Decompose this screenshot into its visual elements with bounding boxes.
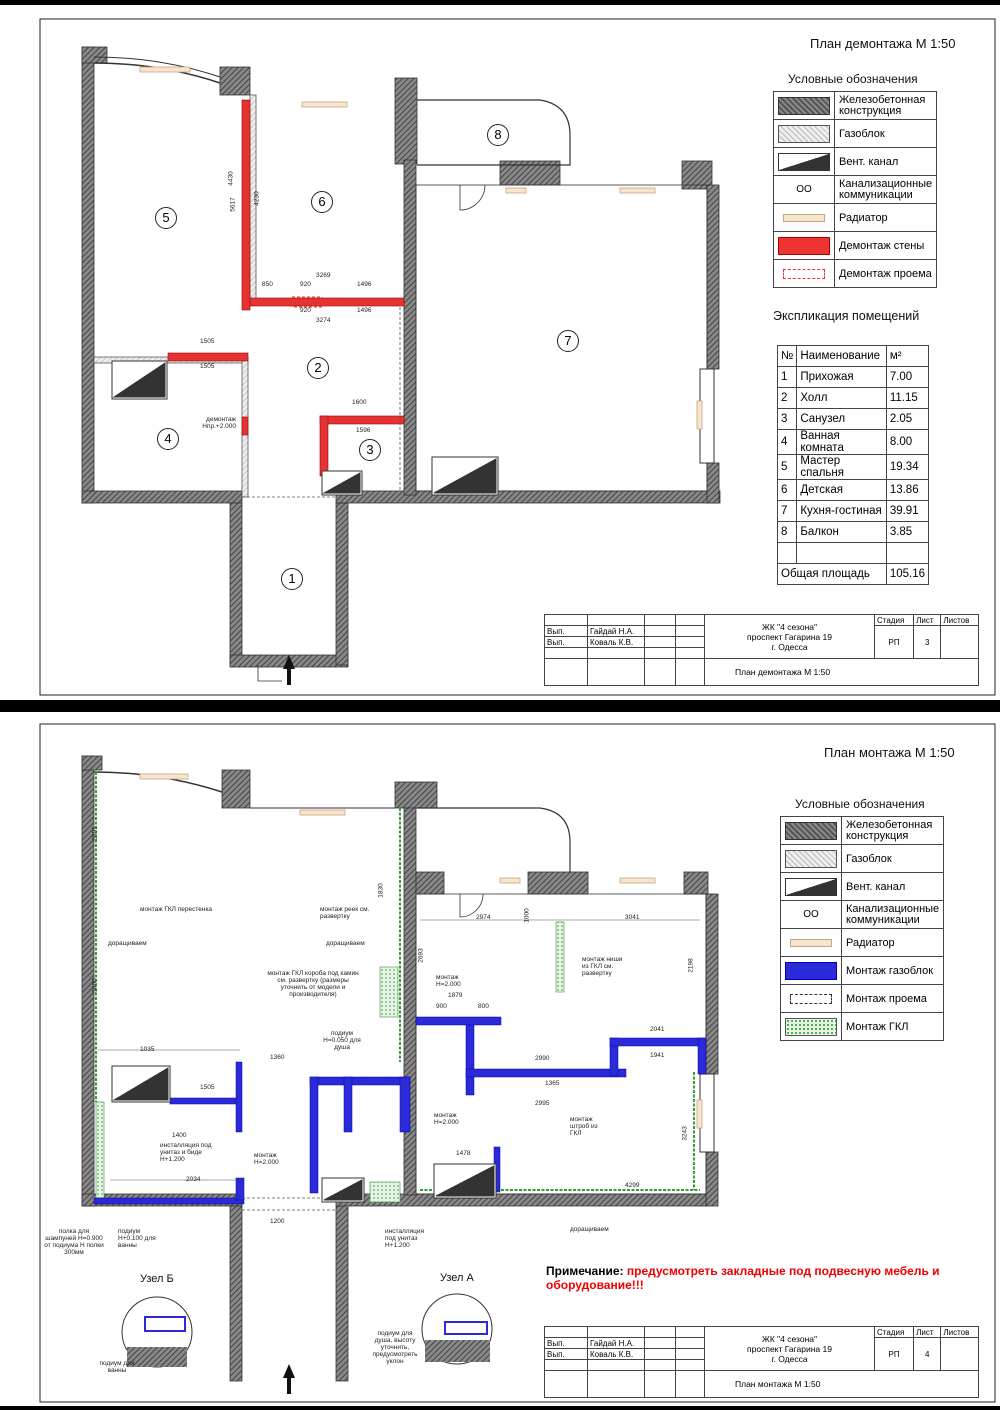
sheet-title: План монтажа М 1:50 xyxy=(824,745,955,760)
legend-title: Условные обозначения xyxy=(795,797,925,811)
note: Примечание: предусмотреть закладные под … xyxy=(546,1264,940,1292)
node-a-detail xyxy=(421,1293,493,1365)
opening-mount-icon xyxy=(790,993,832,1004)
node-b-detail xyxy=(121,1296,193,1368)
demolition-plan-drawing xyxy=(39,18,996,696)
room-number-6: 6 xyxy=(311,191,333,213)
room-number-2: 2 xyxy=(307,357,329,379)
demolition-plan-sheet: План демонтажа М 1:50 Условные обозначен… xyxy=(0,5,1000,700)
radiator-icon xyxy=(790,938,832,947)
reinforced-concrete-icon xyxy=(785,821,837,840)
room-number-5: 5 xyxy=(155,207,177,229)
legend-table: Железобетонная конструкция Газоблок Вент… xyxy=(780,816,945,1041)
node-b-label: Узел Б xyxy=(140,1273,174,1285)
mounting-plan-sheet: План монтажа М 1:50 Условные обозначения… xyxy=(0,712,1000,1406)
gkl-mount-icon xyxy=(785,1017,837,1036)
demolition-note: демонтаж Нпр.+2.000 xyxy=(202,416,236,430)
vent-duct-icon xyxy=(785,877,837,896)
room-number-7: 7 xyxy=(557,330,579,352)
room-number-1: 1 xyxy=(281,568,303,590)
gasblock-mount-icon xyxy=(785,961,837,980)
explication-title: Экспликация помещений xyxy=(773,309,920,323)
demolition-walls xyxy=(167,99,405,477)
gas-block-icon xyxy=(785,849,837,868)
gasblock-mount-walls xyxy=(93,1016,707,1205)
vent-ducts xyxy=(111,360,499,496)
opening-demolition-icon xyxy=(783,268,825,279)
gas-block-icon xyxy=(778,124,830,143)
sewer-icon: OO xyxy=(803,908,819,920)
room-number-3: 3 xyxy=(359,439,381,461)
vent-duct-icon xyxy=(778,152,830,171)
room-number-8: 8 xyxy=(487,124,509,146)
reinforced-concrete-icon xyxy=(778,96,830,115)
node-a-label: Узел А xyxy=(440,1272,474,1284)
sheet-title: План демонтажа М 1:50 xyxy=(810,36,956,51)
legend-title: Условные обозначения xyxy=(788,72,918,86)
legend-table: Железобетонная конструкция Газоблок Вент… xyxy=(773,91,938,288)
wall-demolition-icon xyxy=(778,236,830,255)
room-number-4: 4 xyxy=(157,428,179,450)
mounting-plan-drawing xyxy=(39,723,996,1403)
radiator-icon xyxy=(783,213,825,222)
exterior-walls xyxy=(81,46,721,668)
sewer-icon: OO xyxy=(796,183,812,195)
